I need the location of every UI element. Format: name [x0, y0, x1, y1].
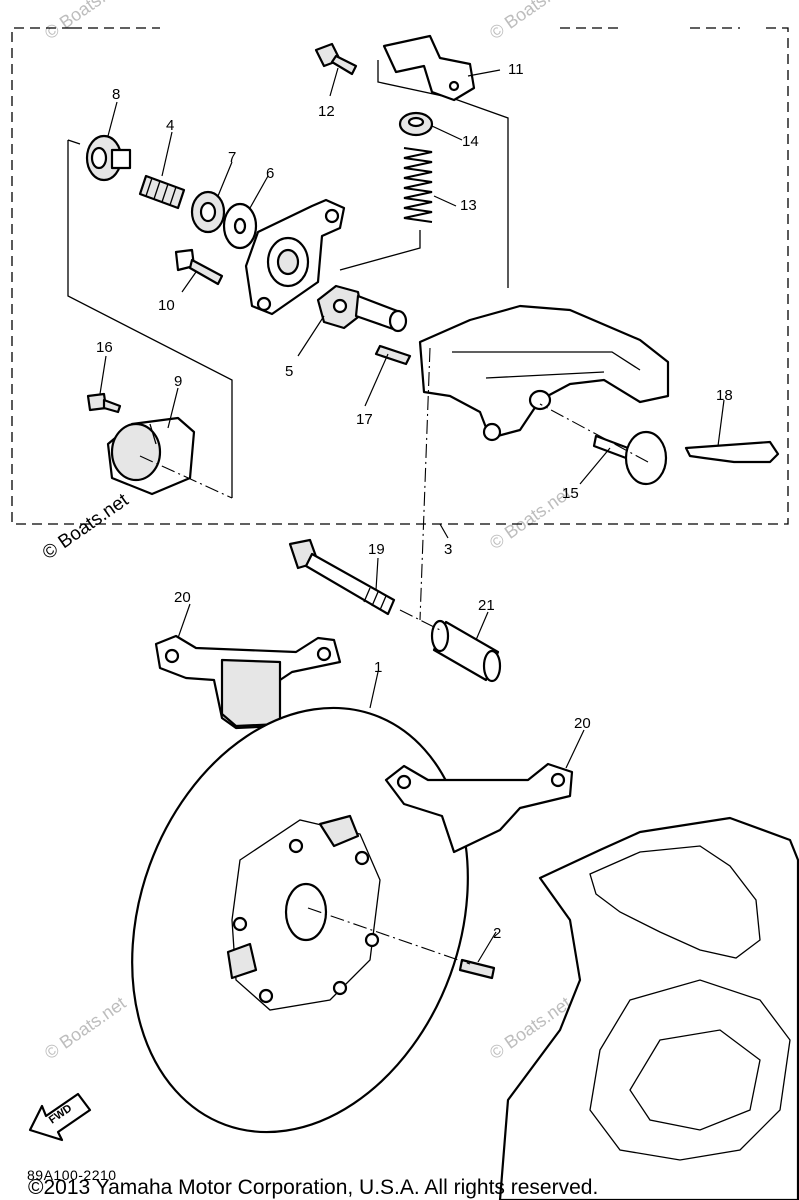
- callout-1: 1: [374, 659, 382, 676]
- part-21: [430, 619, 502, 683]
- fwd-arrow: FWD: [28, 1092, 92, 1142]
- callout-13: 13: [460, 197, 477, 214]
- watermark: © Boats.net: [486, 0, 575, 43]
- copyright-notice: ©2013 Yamaha Motor Corporation, U.S.A. A…: [28, 1176, 599, 1199]
- leader-lines: [99, 67, 725, 965]
- callout-14: 14: [462, 133, 479, 150]
- watermark-dark: © Boats.net: [39, 489, 133, 564]
- callout-4: 4: [166, 117, 174, 134]
- part-13: [403, 147, 433, 223]
- part-16: [86, 392, 122, 414]
- callout-5: 5: [285, 363, 293, 380]
- diagram-code: 89A100-2210: [27, 1167, 117, 1183]
- part-10: [174, 248, 224, 286]
- part-5: [316, 284, 408, 333]
- callout-6: 6: [266, 165, 274, 182]
- part-9: [106, 416, 196, 496]
- part-12: [314, 42, 358, 76]
- part-15: [592, 430, 668, 486]
- part-14: [398, 111, 434, 137]
- callout-9: 9: [174, 373, 182, 390]
- part-20-lower: [384, 762, 574, 854]
- assembly-boundary: [11, 27, 789, 525]
- part-7: [190, 190, 226, 234]
- part-2: [458, 958, 496, 980]
- part-17: [374, 344, 412, 366]
- part-6: [222, 202, 258, 250]
- callout-7: 7: [228, 149, 236, 166]
- sub-bracket-mid: [339, 230, 421, 271]
- callout-2: 2: [493, 925, 501, 942]
- watermark: © Boats.net: [41, 993, 130, 1063]
- callout-19: 19: [368, 541, 385, 558]
- callout-17: 17: [356, 411, 373, 428]
- callouts: 1 2 3 4 5 6 7 8 9 10 11 12 13 14 15 16 1…: [96, 61, 733, 942]
- leader-3: [439, 523, 449, 539]
- part-cam-housing: [244, 198, 346, 316]
- part-18: [684, 440, 780, 464]
- part-11: [382, 34, 476, 102]
- part-8: [85, 134, 132, 182]
- callout-16: 16: [96, 339, 113, 356]
- sub-bracket-left: [67, 139, 233, 498]
- callout-12: 12: [318, 103, 335, 120]
- part-4: [138, 174, 186, 210]
- callout-21: 21: [478, 597, 495, 614]
- part-19: [288, 538, 396, 616]
- callout-20a: 20: [174, 589, 191, 606]
- callout-11: 11: [508, 61, 524, 78]
- callout-3: 3: [444, 541, 452, 558]
- callout-18: 18: [716, 387, 733, 404]
- part-20-upper: [154, 634, 342, 730]
- part-caliper-body: [418, 304, 670, 442]
- watermark: © Boats.net: [41, 0, 130, 43]
- callout-8: 8: [112, 86, 120, 103]
- callout-20b: 20: [574, 715, 591, 732]
- callout-10: 10: [158, 297, 175, 314]
- callout-15: 15: [562, 485, 579, 502]
- part-1-disc: [131, 706, 469, 1134]
- engine-housing: [498, 816, 799, 1200]
